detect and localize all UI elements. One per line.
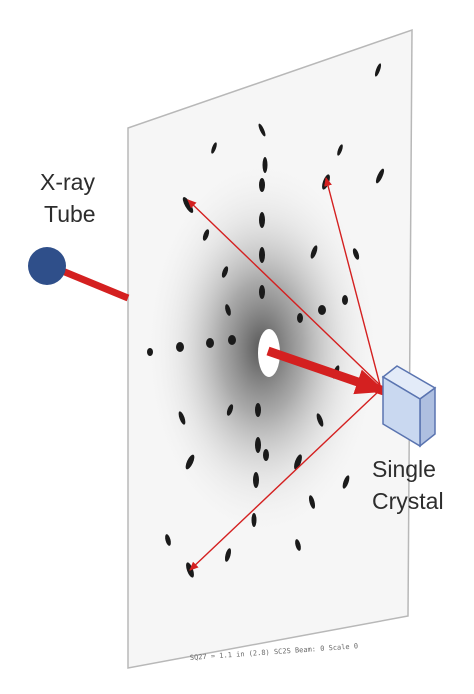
diffraction-spot [310, 245, 318, 259]
diffracted-ray [189, 389, 381, 571]
diffraction-spot [258, 123, 266, 137]
diffraction-spot [224, 548, 232, 562]
diffraction-spot [297, 313, 303, 323]
diffraction-spots [147, 63, 385, 578]
diffracted-rays [187, 177, 381, 571]
labels: X-ray Tube Single Crystal [40, 169, 444, 514]
diffraction-spot [352, 248, 360, 260]
single-crystal-label-line1: Single [372, 456, 436, 482]
diffraction-spot [185, 454, 195, 470]
diffracted-ray [324, 177, 381, 386]
diffraction-spot [375, 168, 385, 184]
xray-tube-label-line1: X-ray [40, 169, 95, 195]
diffraction-spot [255, 403, 261, 417]
diffraction-spot [202, 229, 210, 241]
diffraction-spot [178, 411, 186, 425]
diffraction-spot [253, 472, 259, 488]
diffraction-spot [259, 285, 265, 299]
diffraction-spot [226, 404, 234, 416]
xray-tube [28, 247, 130, 302]
diffraction-spot [342, 475, 350, 489]
xray-tube-icon [28, 247, 66, 285]
diffraction-spot [294, 454, 302, 470]
diffraction-spot [262, 157, 268, 173]
diffraction-spot [228, 335, 236, 345]
diffraction-spot [165, 534, 171, 546]
transmitted-beam-arrow [266, 346, 386, 396]
diffraction-spot [337, 144, 343, 156]
diffraction-spot [316, 413, 324, 427]
diffraction-spot [176, 342, 184, 352]
xray-tube-label-line2: Tube [44, 201, 96, 227]
diffraction-spot [251, 513, 257, 527]
diffraction-spot [206, 338, 214, 348]
diffraction-spot [259, 178, 265, 192]
diffraction-spot [318, 305, 326, 315]
diffracted-ray [187, 199, 381, 386]
single-crystal-icon [381, 365, 437, 448]
diffraction-spot [221, 266, 229, 278]
diffraction-spot [295, 539, 301, 551]
diffraction-spot [259, 212, 265, 228]
diffraction-spot [259, 247, 265, 263]
diffraction-spot [225, 304, 231, 316]
incident-beam [58, 266, 130, 302]
single-crystal-label-line2: Crystal [372, 488, 444, 514]
diffraction-spot [308, 495, 316, 509]
diffraction-spot [147, 348, 153, 356]
diffraction-spot [263, 449, 269, 461]
diffraction-spot [374, 63, 382, 77]
diffraction-spot [342, 295, 348, 305]
diffraction-spot [255, 437, 261, 453]
diffraction-spot [211, 142, 217, 154]
